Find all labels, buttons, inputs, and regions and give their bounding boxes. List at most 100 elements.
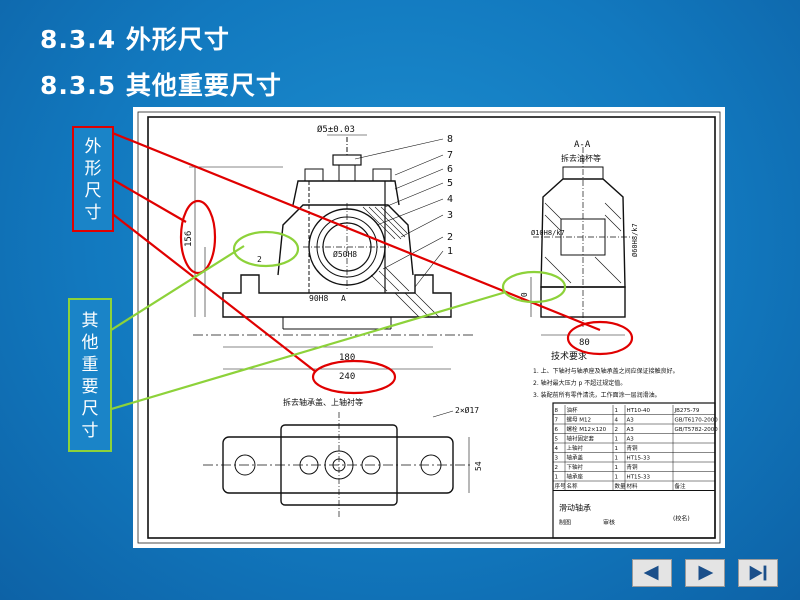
bom-cell-name: 名称 xyxy=(567,482,579,490)
label-char: 寸 xyxy=(84,203,102,223)
dim-holes: 2×Ø17 xyxy=(455,405,479,415)
bom-cell-note: 备注 xyxy=(675,482,687,490)
dim-180: 180 xyxy=(339,353,355,363)
bom-cell-name: 轴衬固定套 xyxy=(567,435,595,443)
dim-top-width: Ø5±0.03 xyxy=(317,124,355,135)
bom-cell-note: JB275-79 xyxy=(674,408,700,414)
bom-cell-no: 6 xyxy=(555,427,559,433)
bom-cell-no: 2 xyxy=(555,465,559,471)
heading-outline-dimensions: 8.3.4 外形尺寸 xyxy=(40,25,230,54)
bom-cell-note: GB/T5782-2000 xyxy=(675,427,719,433)
dim-54: 54 xyxy=(474,461,483,471)
dim-small-left: 2 xyxy=(257,255,262,264)
side-section-view xyxy=(530,147,633,336)
balloon-2: 2 xyxy=(447,232,453,243)
bom-cell-no: 8 xyxy=(555,408,559,414)
bom-cell-name: 螺母 M12 xyxy=(567,416,592,424)
bom-cell-qty: 1 xyxy=(615,408,619,414)
bom-cell-material: A3 xyxy=(627,427,635,433)
balloon-numbers: 8 7 6 5 4 3 2 1 xyxy=(447,134,453,257)
label-char: 要 xyxy=(81,377,99,397)
bom-cell-qty: 1 xyxy=(615,465,619,471)
tech-note-1: 1. 上、下轴衬与轴承座及轴承盖之间应保证接触良好。 xyxy=(533,367,679,375)
title-block-checked: 审核 xyxy=(603,519,615,527)
bom-cell-no: 5 xyxy=(555,437,559,443)
dim-center-height: 90H8 xyxy=(309,294,328,303)
bom-cell-name: 下轴衬 xyxy=(567,463,584,471)
title-block-drawn: 制图 xyxy=(559,519,571,527)
heading-other-important-dimensions: 8.3.5 其他重要尺寸 xyxy=(40,71,282,100)
label-char: 重 xyxy=(81,355,99,375)
front-view-caption: 拆去轴承盖、上轴衬等 xyxy=(283,397,363,407)
bom-cell-no: 4 xyxy=(555,446,559,452)
label-char: 尺 xyxy=(84,181,102,201)
bom-cell-name: 油杯 xyxy=(567,406,579,414)
bom-cell-material: 材料 xyxy=(627,482,639,490)
bom-cell-qty: 1 xyxy=(615,475,619,481)
skip-to-end-icon xyxy=(749,565,767,581)
plan-view xyxy=(203,410,473,519)
balloon-1: 1 xyxy=(447,246,453,257)
label-char: 其 xyxy=(81,311,99,331)
bom-cell-note: GB/T6170-2000 xyxy=(675,418,719,424)
balloon-6: 6 xyxy=(447,164,453,175)
balloon-5: 5 xyxy=(447,178,453,189)
bom-cell-name: 轴承盖 xyxy=(567,454,584,462)
title-block-school: (校名) xyxy=(673,515,690,523)
dim-80: 80 xyxy=(579,338,590,348)
fit-b: Ø60H8/k7 xyxy=(631,223,639,257)
tech-title: 技术要求 xyxy=(551,350,587,362)
bom-cell-qty: 2 xyxy=(615,427,619,433)
fit-a: Ø10H8/k7 xyxy=(531,229,565,237)
bom-cell-material: A3 xyxy=(627,437,635,443)
dim-240: 240 xyxy=(339,372,355,382)
balloon-3: 3 xyxy=(447,210,453,221)
balloon-8: 8 xyxy=(447,134,453,145)
bom-cell-material: HT15-33 xyxy=(627,456,651,462)
bom-cell-material: 青铜 xyxy=(627,444,639,452)
bom-cell-qty: 4 xyxy=(615,418,619,424)
tech-note-2: 2. 轴衬最大压力 p 不超过规定值。 xyxy=(533,379,626,387)
bom-cell-qty: 1 xyxy=(615,437,619,443)
section-title: A-A xyxy=(574,140,591,150)
bom-cell-name: 上轴衬 xyxy=(567,444,584,452)
triangle-left-icon xyxy=(643,565,659,581)
balloon-4: 4 xyxy=(447,194,453,205)
bom-cell-qty: 1 xyxy=(615,446,619,452)
section-mark: A xyxy=(341,294,346,303)
dim-70: 70 xyxy=(520,292,529,302)
label-char: 外 xyxy=(84,137,102,157)
section-subtitle: 拆去油杯等 xyxy=(561,153,601,163)
last-slide-button[interactable] xyxy=(738,559,778,587)
bom-cell-no: 1 xyxy=(555,475,559,481)
bom-cell-material: HT10-40 xyxy=(627,408,651,414)
triangle-right-icon xyxy=(698,565,714,581)
bom-cell-qty: 1 xyxy=(615,456,619,462)
bom-cell-no: 序号 xyxy=(555,482,567,490)
assembly-drawing: Ø5±0.03 156 2 Ø50H8 90H8 A 180 240 8 7 6… xyxy=(137,111,721,544)
label-char: 尺 xyxy=(81,399,99,419)
bom-cell-name: 轴承座 xyxy=(567,473,584,481)
label-char: 寸 xyxy=(81,421,99,441)
label-char: 他 xyxy=(81,333,99,353)
tech-note-3: 3. 装配前所有零件清洗，工作面涂一层润滑油。 xyxy=(533,391,661,399)
bom-cell-material: HT15-33 xyxy=(627,475,651,481)
label-outline-dimensions: 外 形 尺 寸 xyxy=(72,126,114,232)
bom-cell-material: 青铜 xyxy=(627,463,639,471)
bom-cell-no: 7 xyxy=(555,418,559,424)
next-slide-button[interactable] xyxy=(685,559,725,587)
bom-cell-no: 3 xyxy=(555,456,559,462)
bom-cell-name: 螺栓 M12×120 xyxy=(567,425,607,433)
balloon-7: 7 xyxy=(447,150,453,161)
bom-cell-material: A3 xyxy=(627,418,635,424)
bom-cell-qty: 数量 xyxy=(615,482,627,490)
label-char: 形 xyxy=(84,159,102,179)
assembly-drawing-panel: Ø5±0.03 156 2 Ø50H8 90H8 A 180 240 8 7 6… xyxy=(133,107,725,548)
label-other-important-dimensions: 其 他 重 要 尺 寸 xyxy=(68,298,112,452)
front-view xyxy=(189,134,473,370)
dim-height: 156 xyxy=(184,231,194,247)
previous-slide-button[interactable] xyxy=(632,559,672,587)
title-block-name: 滑动轴承 xyxy=(559,503,591,513)
dim-bore: Ø50H8 xyxy=(333,249,357,259)
